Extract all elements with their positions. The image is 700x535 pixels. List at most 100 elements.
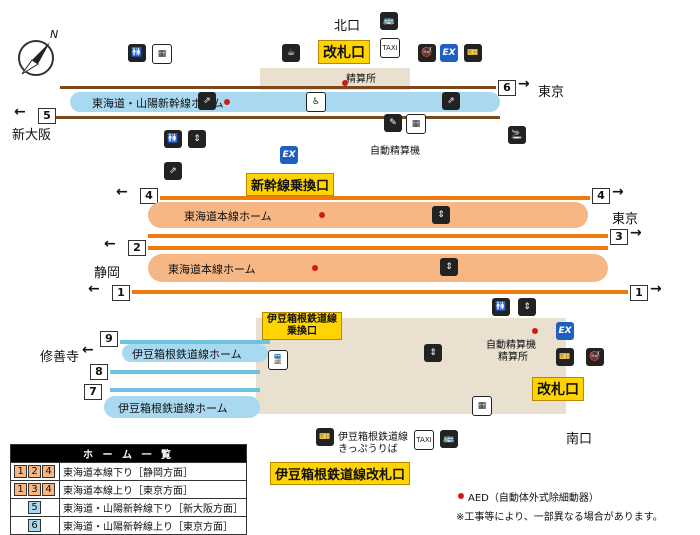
track-number-9: 9 [100,331,118,347]
shinkansen-transfer-label: 新幹線乗換口 [246,173,335,196]
legend-title: ホ ー ム 一 覧 [10,444,247,463]
shinkansen-platform [70,92,500,112]
arrow-left-track-4: ← [116,184,128,200]
izu-transfer-label: 伊豆箱根鉄道線 乗換口 [262,312,342,340]
izu-ticket-line2: きっぷうりば [338,444,398,455]
izu-platform-lower [104,396,260,418]
ticket-machine-icon-concourse: ✎ [384,114,402,132]
legend-row-text: 東海道・山陽新幹線上り［東京方面］ [59,516,247,535]
ticket-machine-icon-izu: 🎫 [316,428,334,446]
track-number-5: 5 [38,108,56,124]
store-icon-north: ☕ [282,44,300,62]
coin-locker-icon-south: ▦ [472,396,492,416]
north-gate-label: 改札口 [318,40,370,64]
aed-legend-marker [458,493,464,499]
aed-marker-tokaido-lower [312,265,318,271]
dest-tokyo-top: 東京 [538,85,565,100]
tokaido-platform-lower [148,254,608,282]
arrow-right-track-1: → [650,281,662,297]
escalator-icon-concourse: ⇗ [164,162,182,180]
toilet-icon: 🚻 [128,44,146,62]
shinkansen-track-5 [50,116,500,119]
aed-marker-tokaido-upper [319,212,325,218]
aed-note: AED（自動体外式除細動器） [468,493,599,504]
smoking-area-icon-south: 🚭 [586,348,604,366]
north-exit-label: 北口 [334,19,361,34]
izu-transfer-line1: 伊豆箱根鉄道線 [267,314,337,325]
track-number-6: 6 [498,80,516,96]
ex-icon: EX [440,44,458,62]
izu-transfer-line2: 乗換口 [287,326,317,337]
compass [16,34,60,78]
smoking-area-icon-platform: 🚬 [508,126,526,144]
arrow-right-track-4: → [612,184,624,200]
arrow-left-izu: ← [82,342,94,358]
construction-note: ※工事等により、一部異なる場合があります。 [456,512,663,523]
dest-shizuoka: 静岡 [94,266,121,281]
legend-row: 5 東海道・山陽新幹線下り［新大阪方面］ [10,498,247,517]
track-2 [148,246,608,250]
izu-ticket-line1: 伊豆箱根鉄道線 [338,432,408,443]
south-auto-seisanki-label: 自動精算機 [486,340,536,351]
ticket-machine-icon: 🎫 [464,44,482,62]
izu-gate-label: 伊豆箱根鉄道線改札口 [270,462,411,485]
track-number-3: 3 [610,229,628,245]
izu-platform-upper-label: 伊豆箱根鉄道線ホーム [132,348,242,361]
bus-icon: 🚌 [380,12,398,30]
track-number-4-left: 4 [140,188,158,204]
elevator-icon-south: ⇕ [518,298,536,316]
izu-track-8 [110,370,260,374]
north-concourse [260,68,410,90]
legend-row-text: 東海道本線上り［東京方面］ [59,480,247,499]
compass-north-label: N [50,28,59,41]
dest-shuzenji: 修善寺 [40,350,80,365]
dest-shin-osaka: 新大阪 [12,128,52,143]
coin-locker-icon: ▦ [152,44,172,64]
elevator-icon-shinkansen: ⇕ [188,130,206,148]
track-number-7: 7 [84,384,102,400]
elevator-icon-south-concourse: ⇕ [424,344,442,362]
north-seisanjo-label: 精算所 [346,74,376,85]
track-3 [148,234,608,238]
aed-marker-shinkansen [224,99,230,105]
elevator-icon-tokaido-upper: ⇕ [432,206,450,224]
smoking-area-icon: 🚭 [418,44,436,62]
south-seisanjo-label: 精算所 [498,352,528,363]
wheelchair-icon-shinkansen: ♿ [306,92,326,112]
south-gate-label: 改札口 [532,377,584,401]
izu-platform-lower-label: 伊豆箱根鉄道線ホーム [118,402,228,415]
tokaido-platform-lower-label: 東海道本線ホーム [168,263,256,276]
arrow-left-track-5: ← [14,104,26,120]
izu-platform-upper [122,344,268,362]
track-number-1-left: 1 [112,285,130,301]
izu-track-7 [110,388,260,392]
escalator-icon-shinkansen-left: ⇗ [198,92,216,110]
south-exit-label: 南口 [566,432,593,447]
track-number-8: 8 [90,364,108,380]
taxi-icon-south: TAXI [414,430,434,450]
arrow-left-track-1: ← [88,281,100,297]
bus-icon-south: 🚌 [440,430,458,448]
aed-marker-north-gate [342,80,348,86]
track-number-4-right: 4 [592,188,610,204]
track-1 [132,290,628,294]
legend-row-text: 東海道本線下り［静岡方面］ [59,462,247,481]
toilet-icon-south: 🚻 [492,298,510,316]
taxi-icon: TAXI [380,38,400,58]
train-icon-izu: 🚆 [268,350,288,370]
legend-row-text: 東海道・山陽新幹線下り［新大阪方面］ [59,498,247,517]
track-number-2: 2 [128,240,146,256]
ex-icon-south: EX [556,322,574,340]
elevator-icon-tokaido-lower: ⇕ [440,258,458,276]
tokaido-platform-upper-label: 東海道本線ホーム [184,210,272,223]
dest-tokyo-mid: 東京 [612,212,639,227]
escalator-icon-shinkansen-right: ⇗ [442,92,460,110]
arrow-right-track-6: → [518,76,530,92]
arrow-left-track-2: ← [104,236,116,252]
coin-locker-icon-concourse: ▦ [406,114,426,134]
aed-marker-south-gate [532,328,538,334]
track-number-1-right: 1 [630,285,648,301]
